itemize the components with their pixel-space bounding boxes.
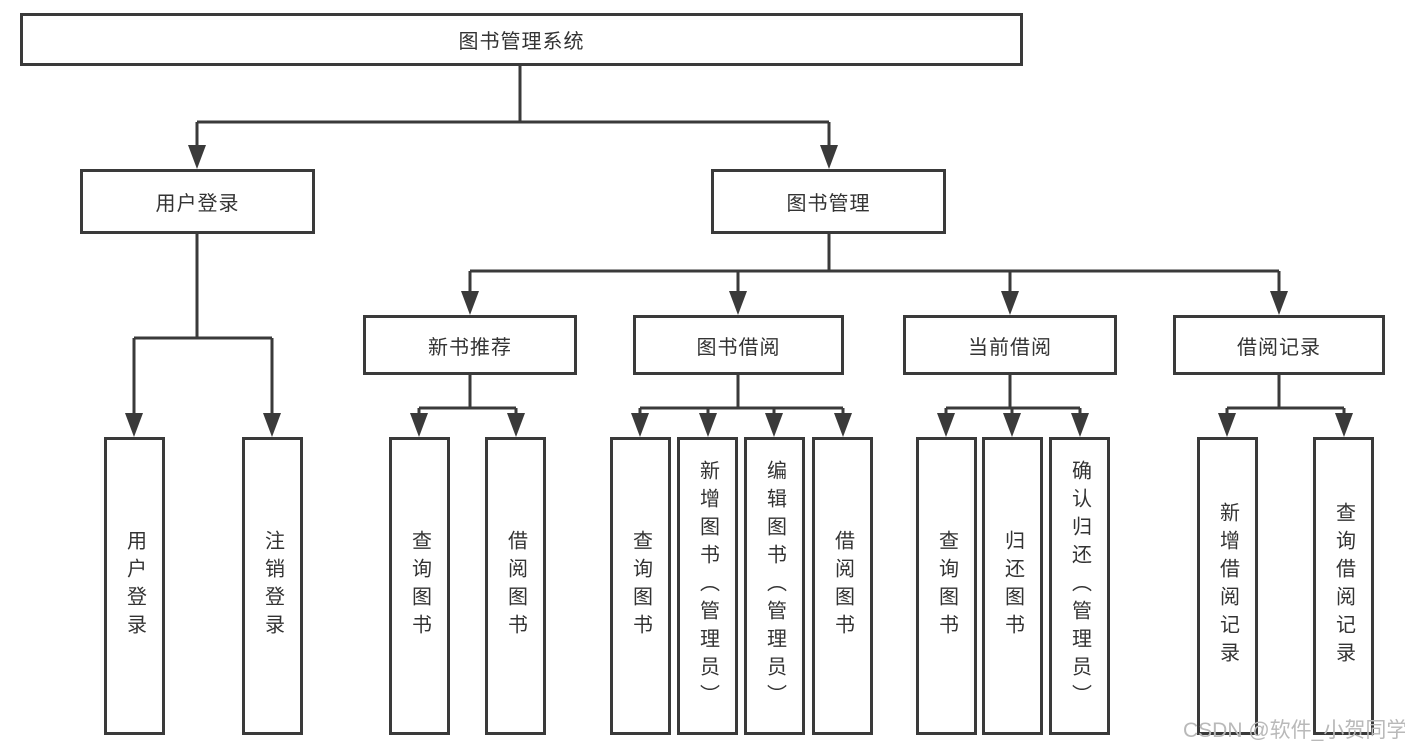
leaf-records-add-record: 新增借阅记录 <box>1197 437 1258 735</box>
leaf-current-return-books: 归还图书 <box>982 437 1043 735</box>
node-current-borrow-label: 当前借阅 <box>968 336 1052 359</box>
leaf-recommend-query-books: 查询图书 <box>389 437 450 735</box>
leaf-user-login: 用户登录 <box>104 437 165 735</box>
node-user-login: 用户登录 <box>80 169 315 234</box>
leaf-records-add-record-label: 新增借阅记录 <box>1216 502 1239 670</box>
node-root: 图书管理系统 <box>20 13 1023 66</box>
node-new-book-recommend-label: 新书推荐 <box>428 336 512 359</box>
leaf-borrow-query-books-label: 查询图书 <box>629 530 652 642</box>
leaf-current-confirm-return-admin: 确认归还（管理员） <box>1049 437 1110 735</box>
leaf-logout: 注销登录 <box>242 437 303 735</box>
leaf-logout-label: 注销登录 <box>261 530 284 642</box>
node-book-borrow-label: 图书借阅 <box>696 336 781 359</box>
leaf-borrow-add-books-admin: 新增图书（管理员） <box>677 437 738 735</box>
node-new-book-recommend: 新书推荐 <box>363 315 577 375</box>
leaf-current-query-books-label: 查询图书 <box>935 530 958 642</box>
csdn-watermark: CSDN @软件_小贺同学 <box>1183 719 1405 742</box>
node-book-management: 图书管理 <box>711 169 946 234</box>
leaf-records-query-record: 查询借阅记录 <box>1313 437 1374 735</box>
leaf-borrow-edit-books-admin-label: 编辑图书（管理员） <box>763 460 786 712</box>
node-root-label: 图书管理系统 <box>458 31 585 53</box>
leaf-borrow-borrow-books-label: 借阅图书 <box>831 530 854 642</box>
leaf-current-query-books: 查询图书 <box>916 437 977 735</box>
node-user-login-label: 用户登录 <box>155 193 240 215</box>
leaf-borrow-edit-books-admin: 编辑图书（管理员） <box>744 437 805 735</box>
leaf-records-query-record-label: 查询借阅记录 <box>1332 502 1355 670</box>
node-borrow-records-label: 借阅记录 <box>1237 336 1321 359</box>
leaf-recommend-query-books-label: 查询图书 <box>408 530 431 642</box>
node-book-management-label: 图书管理 <box>786 193 871 215</box>
leaf-recommend-borrow-books: 借阅图书 <box>485 437 546 735</box>
leaf-borrow-add-books-admin-label: 新增图书（管理员） <box>696 460 719 712</box>
node-book-borrow: 图书借阅 <box>633 315 844 375</box>
node-current-borrow: 当前借阅 <box>903 315 1117 375</box>
leaf-current-confirm-return-admin-label: 确认归还（管理员） <box>1068 460 1091 712</box>
leaf-borrow-query-books: 查询图书 <box>610 437 671 735</box>
node-borrow-records: 借阅记录 <box>1173 315 1385 375</box>
leaf-recommend-borrow-books-label: 借阅图书 <box>504 530 527 642</box>
leaf-user-login-label: 用户登录 <box>123 530 146 642</box>
leaf-borrow-borrow-books: 借阅图书 <box>812 437 873 735</box>
leaf-current-return-books-label: 归还图书 <box>1001 530 1024 642</box>
